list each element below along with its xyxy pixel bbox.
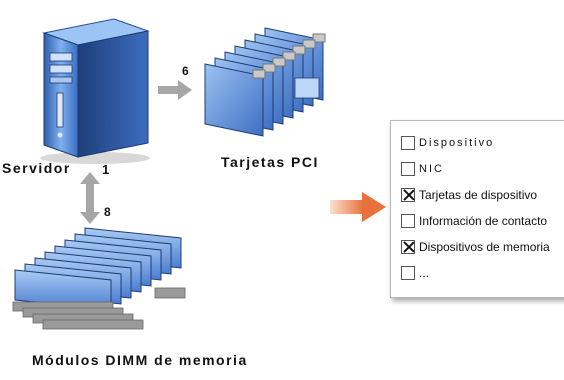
option-label: NIC xyxy=(419,163,444,175)
option-row-memoria[interactable]: Dispositivos de memoria xyxy=(401,238,550,256)
option-label: Dispositivos de memoria xyxy=(419,240,550,254)
option-checkbox[interactable] xyxy=(401,214,415,228)
option-checkbox[interactable] xyxy=(401,162,415,176)
server-tower-icon xyxy=(40,18,150,164)
dimm-label: Módulos DIMM de memoria xyxy=(32,352,248,368)
option-label: ... xyxy=(419,266,430,280)
pci-number: 6 xyxy=(182,64,189,78)
option-row-more[interactable]: ... xyxy=(401,264,429,282)
server-to-dimm-arrow xyxy=(80,172,100,224)
option-label: Dispositivo xyxy=(419,137,495,149)
option-checkbox-checked[interactable] xyxy=(401,188,415,202)
option-label: Información de contacto xyxy=(419,214,548,228)
dimm-number: 8 xyxy=(104,205,111,219)
option-row-nic[interactable]: NIC xyxy=(401,160,444,178)
server-to-pci-arrow xyxy=(158,80,192,100)
server-label: Servidor xyxy=(2,160,71,176)
server-number: 1 xyxy=(102,162,110,177)
option-checkbox-checked[interactable] xyxy=(401,240,415,254)
option-label: Tarjetas de dispositivo xyxy=(419,188,538,202)
option-checkbox[interactable] xyxy=(401,266,415,280)
option-row-dispositivo[interactable]: Dispositivo xyxy=(401,134,494,152)
options-panel: Dispositivo NIC Tarjetas de dispositivo … xyxy=(390,120,564,298)
accent-arrow xyxy=(330,192,386,222)
pci-cards-icon xyxy=(204,27,326,137)
option-checkbox[interactable] xyxy=(401,136,415,150)
option-row-tarjetas[interactable]: Tarjetas de dispositivo xyxy=(401,186,537,204)
dimm-modules-icon xyxy=(12,227,186,330)
option-row-contacto[interactable]: Información de contacto xyxy=(401,212,547,230)
pci-label: Tarjetas PCI xyxy=(221,154,319,170)
